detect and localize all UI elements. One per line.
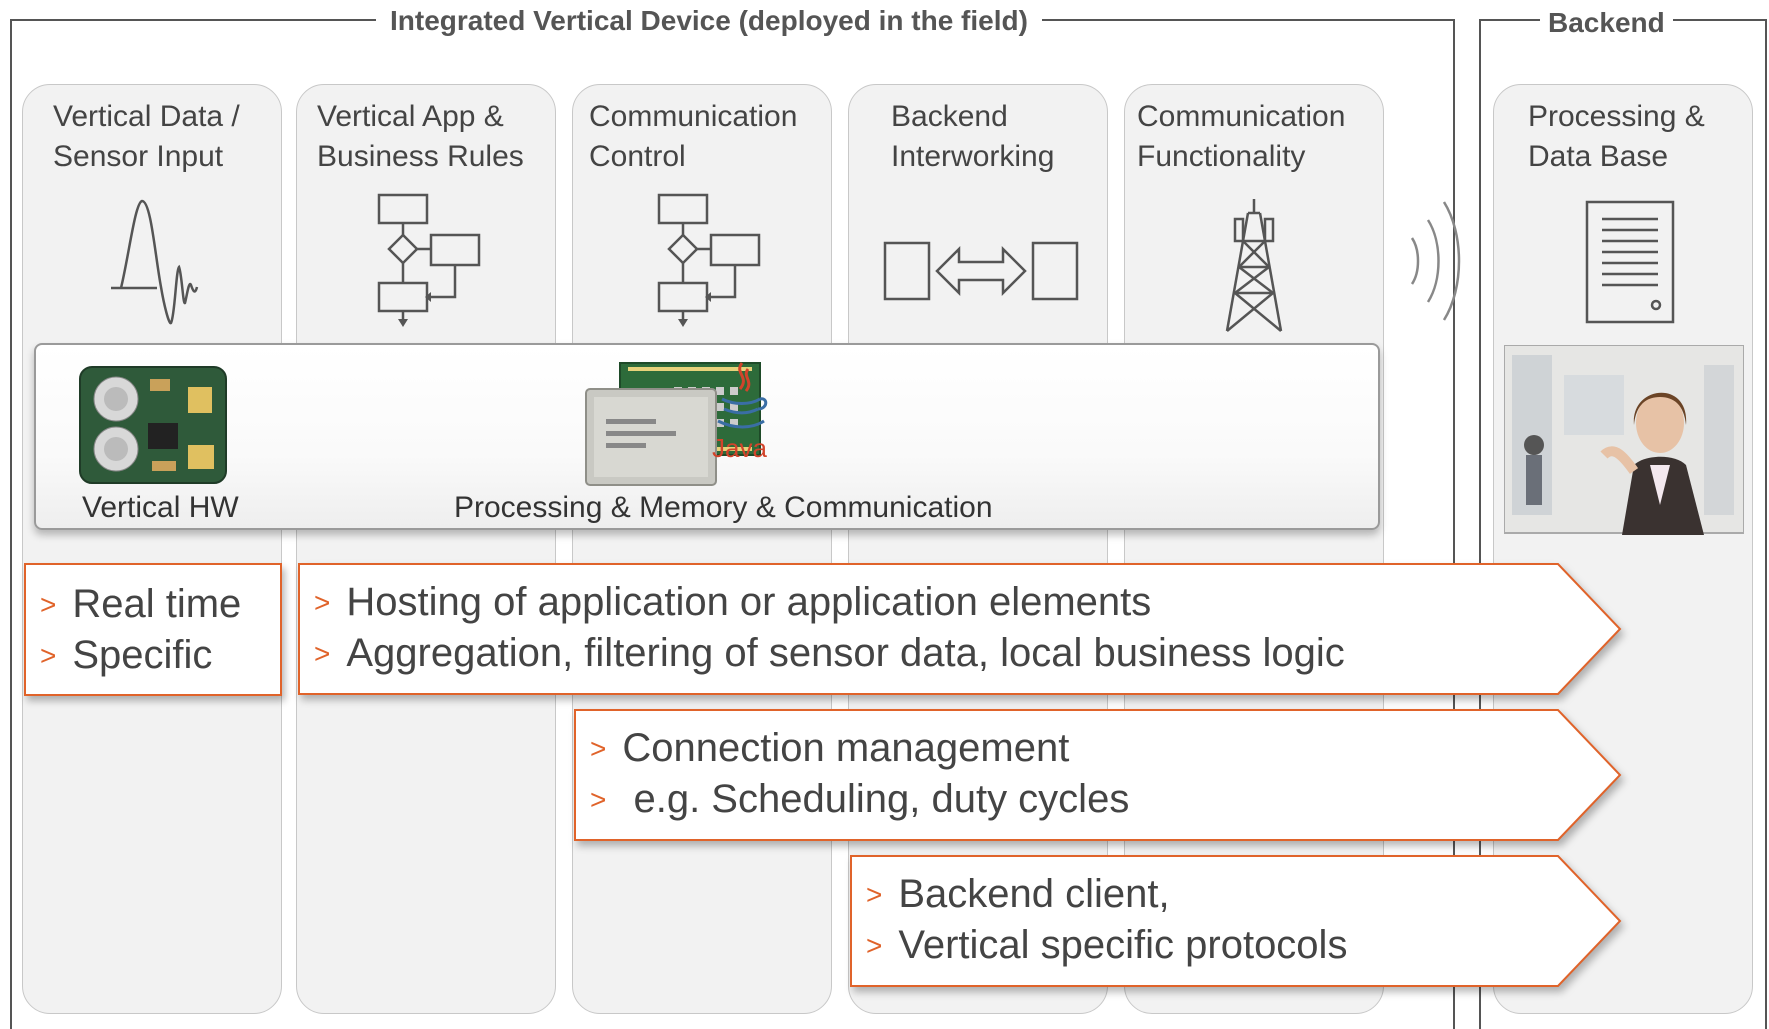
column-title: Communication Functionality — [1137, 100, 1346, 173]
callout-arrow-connection: > Connection management > e.g. Scheduling… — [574, 709, 1622, 842]
backend-user-photo — [1504, 345, 1744, 535]
bullet-marker: > — [590, 733, 607, 764]
bullet-text: Vertical specific protocols — [898, 923, 1348, 967]
bullet-item: > Hosting of application or application e… — [314, 577, 1345, 628]
bidirectional-arrow-icon — [883, 241, 1079, 301]
bullet-marker: > — [866, 930, 883, 961]
bullet-marker: > — [314, 587, 331, 618]
bullet-text: Aggregation, filtering of sensor data, l… — [346, 631, 1345, 675]
wireless-signal-icon — [1410, 201, 1461, 321]
comm-module-image — [585, 362, 761, 486]
bullet-item: > Vertical specific protocols — [866, 920, 1347, 971]
bullet-marker: > — [866, 879, 883, 910]
radio-tower-icon — [1225, 199, 1283, 332]
processing-memory-communication-label: Processing & Memory & Communication — [454, 491, 993, 524]
callout-bullets: > Hosting of application or application e… — [314, 577, 1345, 679]
sensor-waveform-icon — [111, 199, 199, 325]
java-logo-icon — [717, 362, 768, 429]
callout-arrow-shape — [298, 563, 1622, 695]
bullet-text: Real time — [72, 582, 242, 626]
bullet-marker: > — [590, 784, 607, 815]
bullet-item: > Specific — [40, 630, 241, 681]
callout-bullets: > Backend client, > Vertical specific prot… — [866, 869, 1347, 971]
column-title: Vertical Data / Sensor Input — [53, 100, 240, 173]
callout-arrow-shape — [850, 855, 1622, 987]
callout-arrow-shape — [574, 709, 1622, 841]
device-frame-title: Integrated Vertical Device (deployed in … — [376, 4, 1042, 38]
column-title: Communication Control — [589, 100, 798, 173]
vertical-hw-label: Vertical HW — [82, 491, 239, 524]
bullet-marker: > — [40, 640, 57, 671]
column-app-business-rules: Vertical App & Business Rules — [296, 84, 556, 1014]
callout-bullets: > Connection management > e.g. Scheduling… — [590, 723, 1129, 825]
bullet-text: Specific — [72, 633, 213, 677]
bullet-text: Connection management — [622, 726, 1070, 770]
column-sensor-input: Vertical Data / Sensor Input — [22, 84, 282, 1014]
bullet-text: Hosting of application or application el… — [346, 580, 1152, 624]
server-icon — [1585, 200, 1675, 324]
column-title: Vertical App & Business Rules — [317, 100, 524, 173]
bullet-text: Backend client, — [898, 872, 1170, 916]
column-title: Backend Interworking — [891, 100, 1055, 173]
column-communication-control: Communication Control — [572, 84, 832, 1014]
callout-arrow-backend-client: > Backend client, > Vertical specific prot… — [850, 855, 1622, 988]
bullet-marker: > — [40, 589, 57, 620]
bullet-item: > Aggregation, filtering of sensor data, … — [314, 628, 1345, 679]
bullet-item: > Real time — [40, 579, 241, 630]
backend-frame-title: Backend — [1540, 6, 1673, 40]
bullet-item: > Backend client, — [866, 869, 1347, 920]
callout-bullets: > Real time > Specific — [40, 579, 241, 681]
bullet-item: > Connection management — [590, 723, 1129, 774]
column-title: Processing & Data Base — [1528, 100, 1705, 173]
vertical-hw-board-image — [79, 366, 227, 484]
callout-arrow-hosting: > Hosting of application or application e… — [298, 563, 1622, 696]
flowchart-icon — [377, 193, 481, 327]
bullet-marker: > — [314, 638, 331, 669]
bullet-text: e.g. Scheduling, duty cycles — [622, 777, 1130, 821]
callout-box-realtime: > Real time > Specific — [24, 563, 282, 696]
flowchart-icon — [657, 193, 761, 327]
java-label: Java — [712, 433, 767, 463]
bullet-item: > e.g. Scheduling, duty cycles — [590, 774, 1129, 825]
hardware-band: Java Vertical HW Processing & Memory & C… — [34, 343, 1380, 530]
